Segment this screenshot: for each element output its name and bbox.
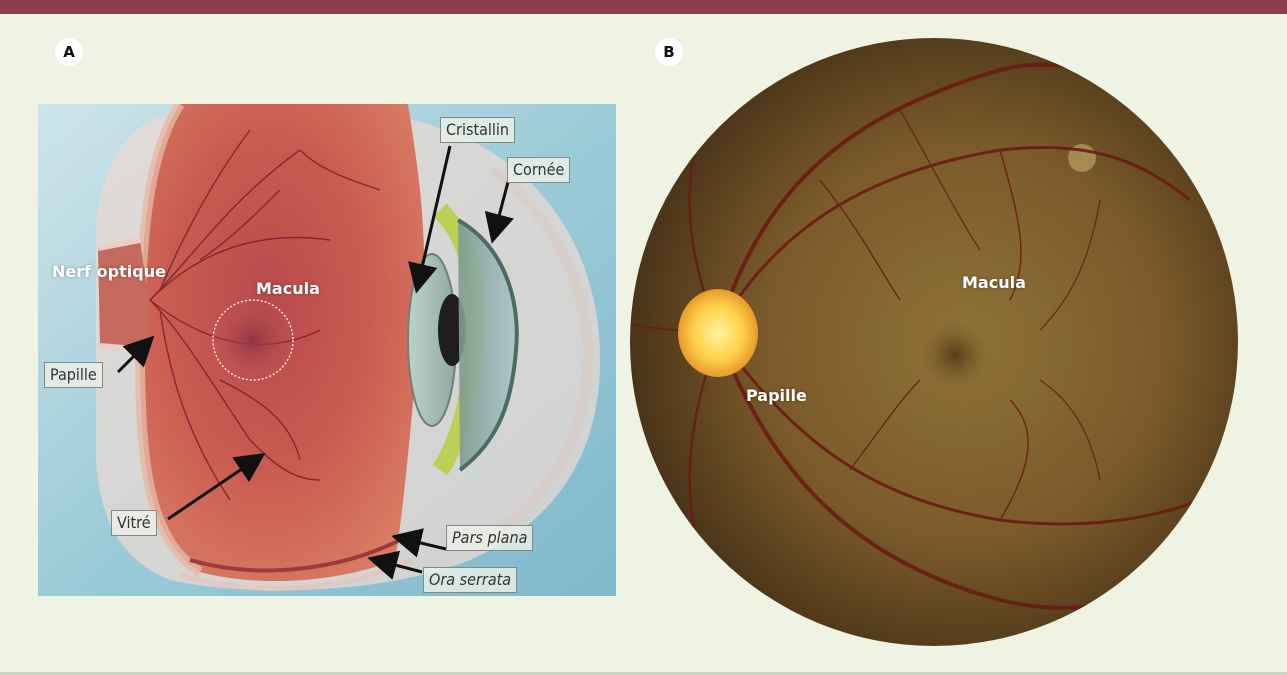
label-pars-plana: Pars plana xyxy=(446,525,533,551)
label-cristallin: Cristallin xyxy=(440,117,515,143)
label-nerf-optique: Nerf optique xyxy=(52,262,166,281)
label-cornee: Cornée xyxy=(507,157,570,183)
label-vitre: Vitré xyxy=(111,510,157,536)
arrow-papille xyxy=(118,342,148,372)
label-papille-b: Papille xyxy=(746,386,807,405)
panel-b-letter: B xyxy=(655,38,683,66)
label-macula-b: Macula xyxy=(962,273,1026,292)
label-ora-serrata: Ora serrata xyxy=(423,567,517,593)
arrow-cristallin xyxy=(418,146,450,285)
label-macula-a: Macula xyxy=(256,279,320,298)
panel-a-letter: A xyxy=(55,38,83,66)
arrow-ora-serrata xyxy=(376,560,422,572)
arrow-pars-plana xyxy=(400,538,446,549)
arrow-cornee xyxy=(494,182,508,235)
label-papille-a: Papille xyxy=(44,362,103,388)
arrow-vitre xyxy=(168,458,258,519)
panel-b-fundus-photo xyxy=(628,36,1240,648)
